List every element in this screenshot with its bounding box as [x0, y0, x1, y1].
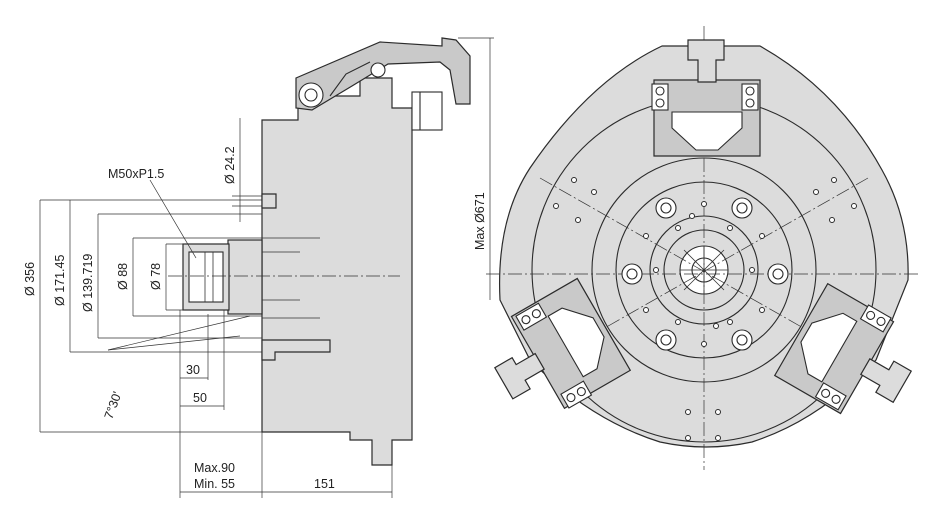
small-hole [759, 307, 765, 313]
top-jaw-face [671, 111, 743, 151]
small-hole [701, 201, 707, 207]
mounting-bolts [621, 197, 789, 351]
top-jaw-bolt [655, 98, 665, 108]
spindle-nose [227, 239, 263, 315]
dim-label-30: 30 [186, 363, 200, 377]
dim-label-50: 50 [193, 391, 207, 405]
small-hole [813, 189, 819, 195]
small-hole [643, 307, 649, 313]
upper-boss [261, 193, 277, 209]
small-hole [715, 435, 721, 441]
angle-leader-1 [107, 335, 241, 351]
top-jaw-bolt [745, 98, 755, 108]
top-jaw-bolt [655, 86, 665, 96]
mount-bolt-inner [736, 202, 748, 214]
small-hole [713, 323, 719, 329]
thread-bore [188, 251, 224, 303]
small-hole [701, 341, 707, 347]
left-jaw-bolt [521, 315, 531, 325]
dim-label-min-55: Min. 55 [194, 477, 235, 491]
thread-leader [149, 179, 197, 259]
mount-bolt-inner [660, 334, 672, 346]
lower-flange [261, 339, 331, 361]
right-jaw-bolt [821, 388, 831, 398]
jaw-linkage [329, 61, 371, 97]
right-jaw-bolt [831, 394, 841, 404]
left-jaw-top [493, 352, 546, 400]
dim-label-139-719: Ø 139.719 [81, 254, 95, 312]
small-hole [675, 225, 681, 231]
mount-bolt-inner [626, 268, 638, 280]
small-hole [553, 203, 559, 209]
right-jaw-top [859, 357, 913, 404]
dim-label-max-90: Max.90 [194, 461, 235, 475]
small-hole [727, 319, 733, 325]
dim-label-356: Ø 356 [23, 262, 37, 296]
right-jaw-face [800, 312, 858, 383]
dim-label-171-45: Ø 171.45 [53, 255, 67, 306]
small-hole [689, 213, 695, 219]
small-hole [653, 267, 659, 273]
small-holes [553, 177, 857, 441]
dim-label-88: Ø 88 [116, 263, 130, 290]
small-hole [749, 267, 755, 273]
thread-callout-label: M50xP1.5 [108, 167, 164, 181]
dim-label-151: 151 [314, 477, 335, 491]
angle-leader-2 [107, 315, 251, 351]
top-jaw-bolt [745, 86, 755, 96]
small-hole [829, 217, 835, 223]
small-hole [715, 409, 721, 415]
top-jaw-side [295, 37, 471, 111]
jaw-bolt-large-inner [304, 88, 318, 102]
small-hole [571, 177, 577, 183]
small-hole [643, 233, 649, 239]
dim-label-max-671: Max Ø671 [473, 192, 487, 250]
small-hole [685, 435, 691, 441]
small-hole [675, 319, 681, 325]
small-hole [727, 225, 733, 231]
left-jaw-bolt [566, 393, 576, 403]
small-hole [685, 409, 691, 415]
mount-bolt-inner [772, 268, 784, 280]
jaw-slot-side [411, 91, 443, 131]
left-jaw-bolt [531, 309, 541, 319]
right-jaw-bolt [876, 316, 886, 326]
top-jaw-top [687, 39, 725, 83]
right-jaw-bolt [866, 310, 876, 320]
small-hole [591, 189, 597, 195]
dim-label-24-2: Ø 24.2 [223, 146, 237, 184]
front-view [486, 26, 920, 470]
side-view: M50xP1.5 Ø 24.2 Ø 356 Ø 171.45 Ø 139.719… [23, 37, 494, 498]
jaw-bolt-small [370, 62, 386, 78]
right-jaw-front [773, 282, 913, 415]
mount-bolt-inner [660, 202, 672, 214]
small-hole [575, 217, 581, 223]
dim-label-angle: 7°30' [102, 390, 125, 421]
mount-bolt-inner [736, 334, 748, 346]
small-hole [851, 203, 857, 209]
left-jaw-face [547, 307, 605, 378]
dim-label-78: Ø 78 [149, 263, 163, 290]
small-hole [831, 177, 837, 183]
small-hole [759, 233, 765, 239]
chuck-body-side [261, 77, 413, 466]
left-jaw-front [493, 277, 632, 410]
left-jaw-bolt [576, 387, 586, 397]
